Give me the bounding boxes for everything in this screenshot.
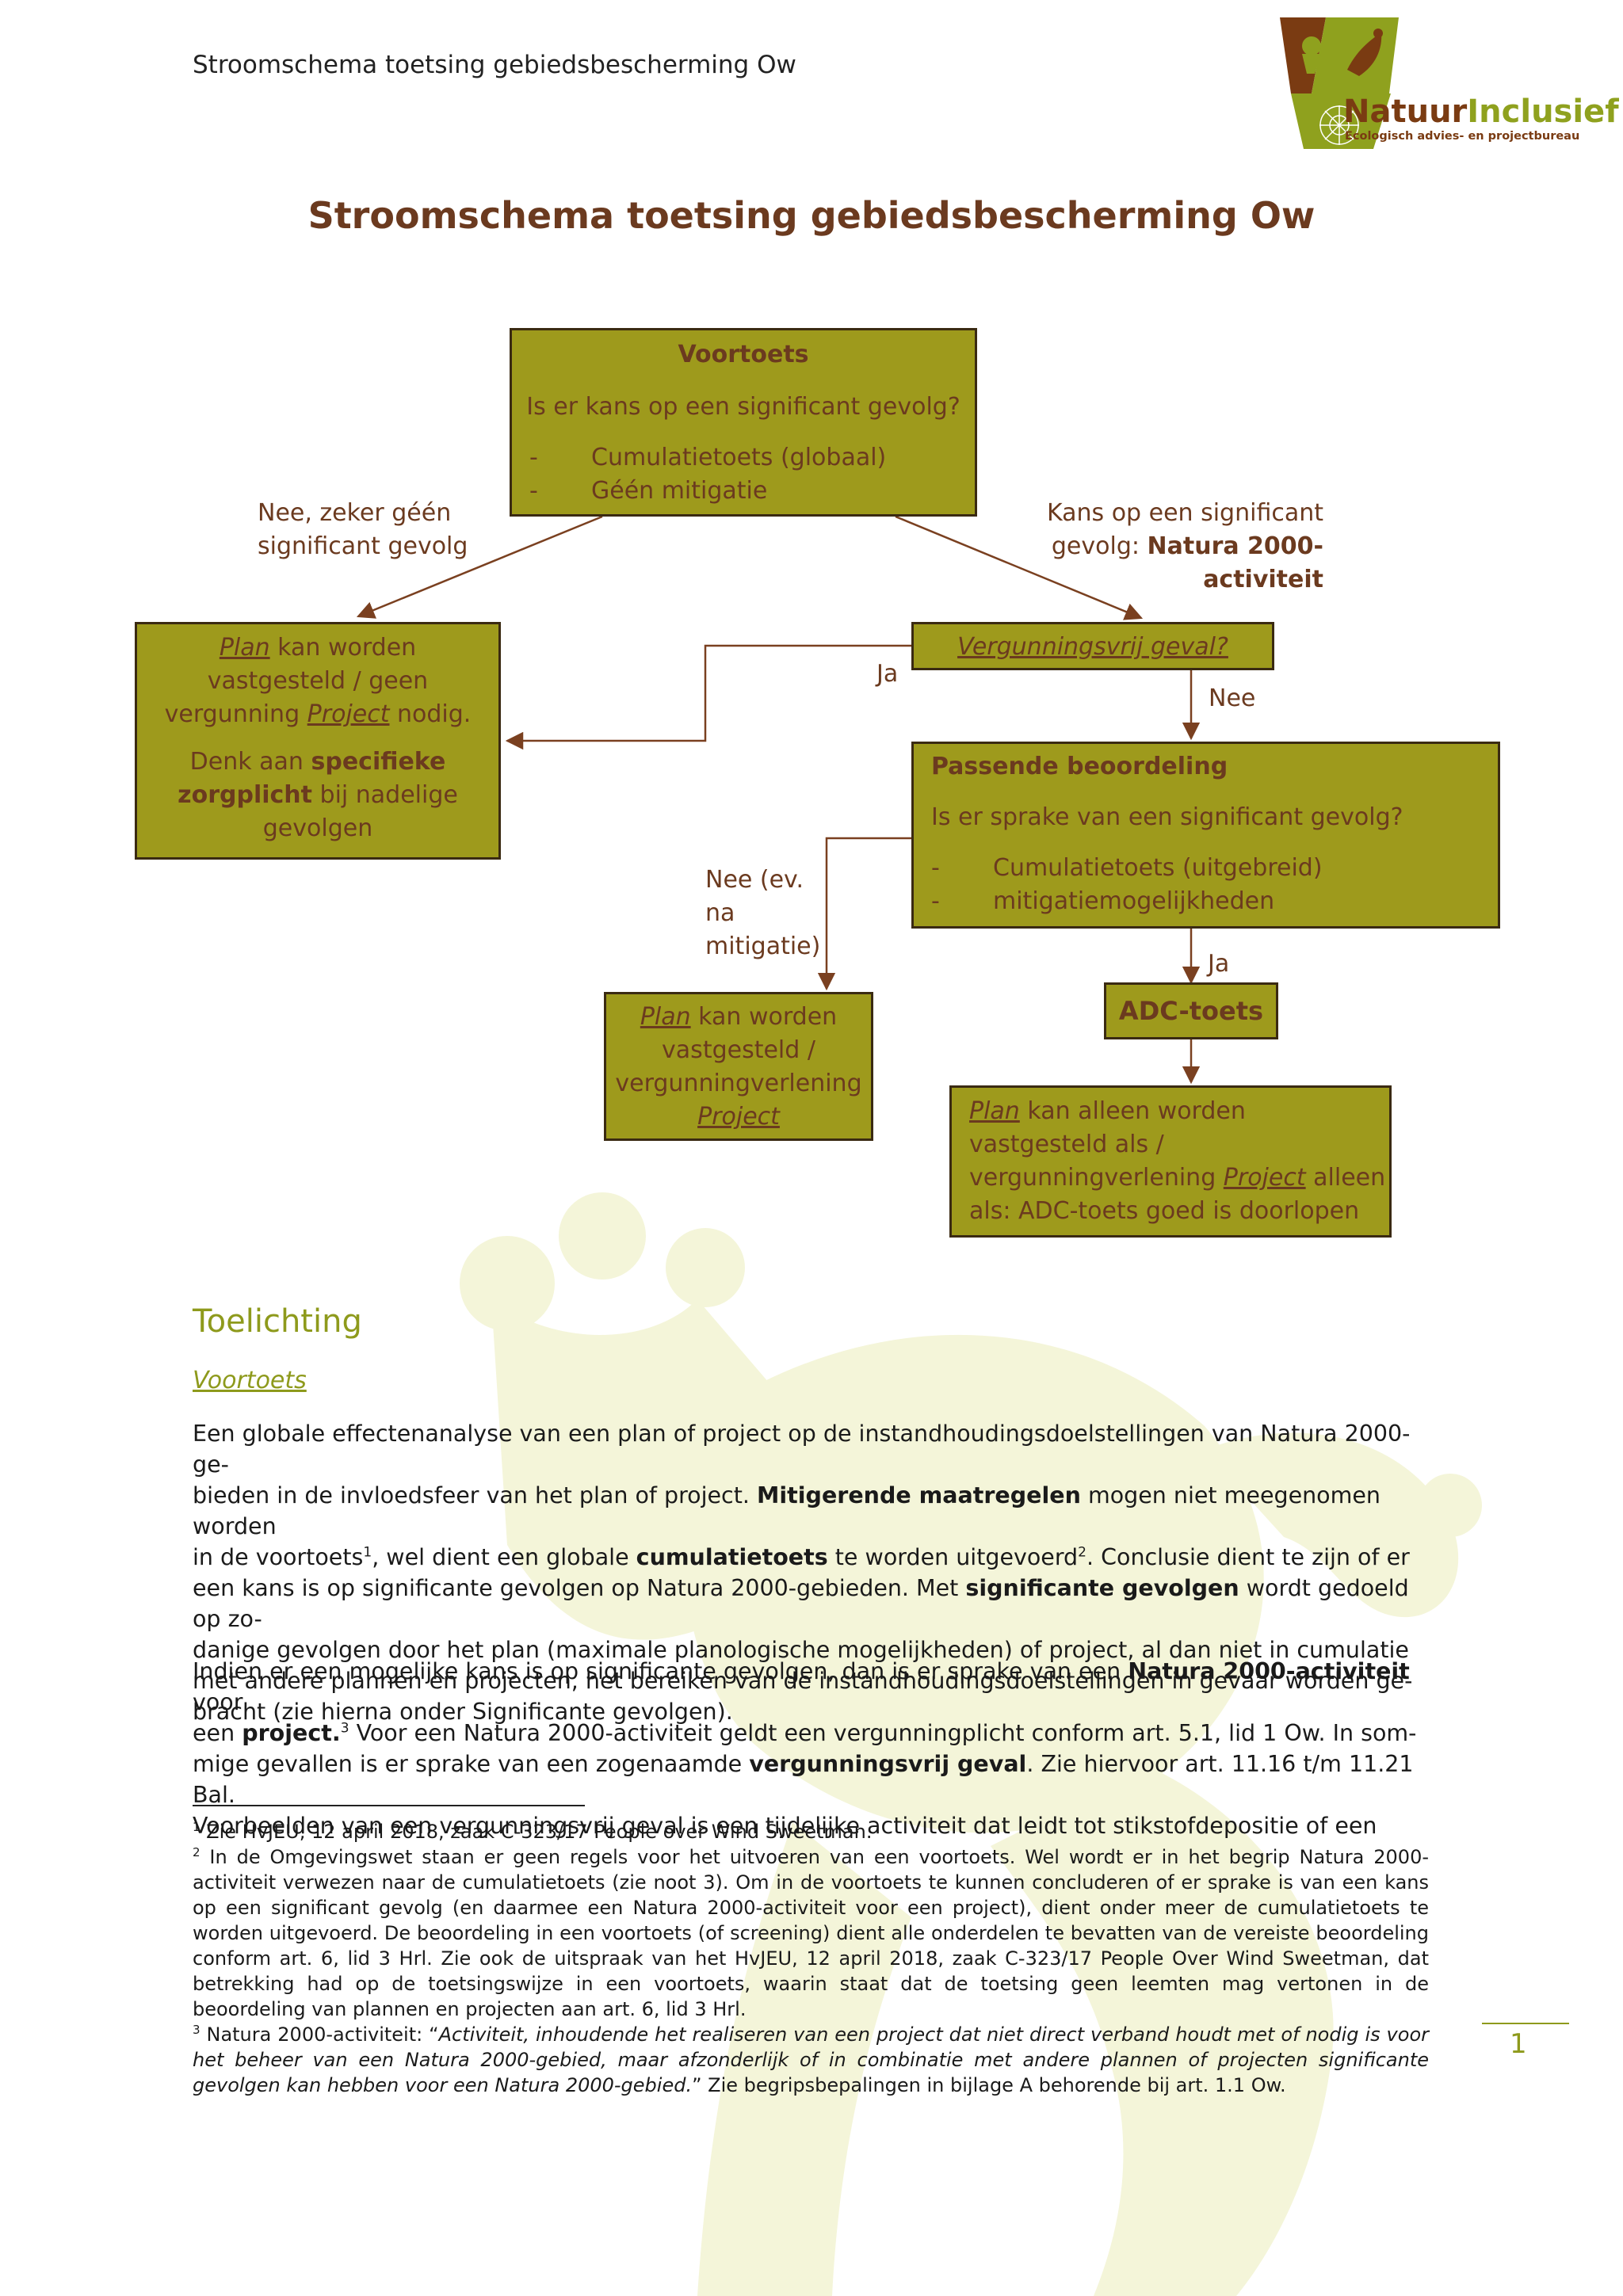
passende-question: Is er sprake van een significant gevolg? (931, 803, 1403, 831)
section-heading-toelichting: Toelichting (193, 1303, 362, 1340)
footnote-3: 3 Natura 2000-activiteit: “Activiteit, i… (193, 2023, 1429, 2096)
logo-word-inclusief: Inclusief (1467, 93, 1619, 130)
passende-dash: - (931, 854, 940, 882)
subsection-heading-voortoets: Voortoets (193, 1367, 307, 1394)
project-term: Project (697, 1103, 780, 1131)
plan-term: Plan (969, 1097, 1020, 1125)
project-term: Project (307, 700, 390, 728)
voortoets-item-mitigatie: Géén mitigatie (591, 477, 768, 505)
vergunningsvrij-box: Vergunningsvrij geval? (911, 622, 1274, 670)
voortoets-question: Is er kans op een significant gevolg? (526, 393, 960, 421)
passende-item-cumulatie: Cumulatietoets (uitgebreid) (993, 854, 1323, 882)
passende-item-mitigatie: mitigatiemogelijkheden (993, 887, 1275, 915)
vergunningsvrij-question: Vergunningsvrij geval? (957, 633, 1228, 661)
passende-beoordeling-box: Passende beoordeling Is er sprake van ee… (911, 742, 1500, 929)
footnote-2: 2 In de Omgevingswet staan er geen regel… (193, 1845, 1429, 2020)
footnote-ref-1[interactable]: 1 (363, 1544, 372, 1561)
label-kans-significant: Kans op een significant gevolg: Natura 2… (1046, 499, 1323, 593)
voortoets-dash: - (529, 477, 538, 505)
passende-title: Passende beoordeling (931, 753, 1228, 780)
adc-toets-box: ADC-toets (1104, 982, 1278, 1039)
footnote-divider (193, 1805, 585, 1806)
voortoets-item-cumulatie: Cumulatietoets (globaal) (591, 444, 887, 471)
logo-mark-icon (1280, 17, 1399, 149)
natuurinclusief-logo: NatuurInclusief Ecologisch advies- en pr… (1280, 14, 1619, 153)
result-box-vastgesteld: Plan kan worden vastgesteld / vergunning… (604, 992, 873, 1141)
paragraph-voortoets: Een globale effectenanalyse van een plan… (193, 1421, 1413, 1725)
page-title: Stroomschema toetsing gebiedsbescherming… (307, 194, 1316, 237)
flowchart-connectors (356, 515, 1201, 1085)
plan-term: Plan (219, 634, 270, 662)
adc-toets-label: ADC-toets (1118, 996, 1264, 1026)
logo-word-natuur: Natuur (1343, 93, 1468, 130)
running-header: Stroomschema toetsing gebiedsbescherming… (193, 51, 796, 79)
plan-term: Plan (640, 1003, 691, 1031)
label-nee-vergunningsvrij: Nee (1209, 685, 1256, 712)
result-box-adc: Plan kan alleen worden vastgesteld als /… (949, 1085, 1392, 1238)
result-box-geen-vergunning: Plan kan worden vastgesteld / geen vergu… (135, 622, 501, 860)
label-nee-zeker-geen: Nee, zeker géén significant gevolg (258, 499, 468, 560)
voortoets-box: Voortoets Is er kans op een significant … (510, 328, 977, 517)
footnote-1: 1 Zie HvJEU, 12 april 2018, zaak C-323/1… (193, 1820, 873, 1843)
label-ja-adc: Ja (1208, 950, 1230, 978)
project-term: Project (1223, 1164, 1306, 1192)
footnote-ref-3[interactable]: 3 (340, 1720, 349, 1737)
voortoets-dash: - (529, 444, 538, 471)
logo-tagline: Ecologisch advies- en projectbureau (1345, 130, 1580, 143)
label-ja-vergunningsvrij: Ja (876, 660, 899, 688)
page-number: 1 (1510, 2028, 1527, 2060)
paragraph-natura-activiteit: Indien er een mogelijke kans is op signi… (193, 1658, 1417, 1839)
page-number-divider (1482, 2023, 1569, 2024)
passende-dash: - (931, 887, 940, 915)
label-nee-na-mitigatie: Nee (ev. na mitigatie) (705, 866, 821, 960)
voortoets-title: Voortoets (678, 341, 809, 368)
footnote-ref-2[interactable]: 2 (1078, 1544, 1086, 1561)
